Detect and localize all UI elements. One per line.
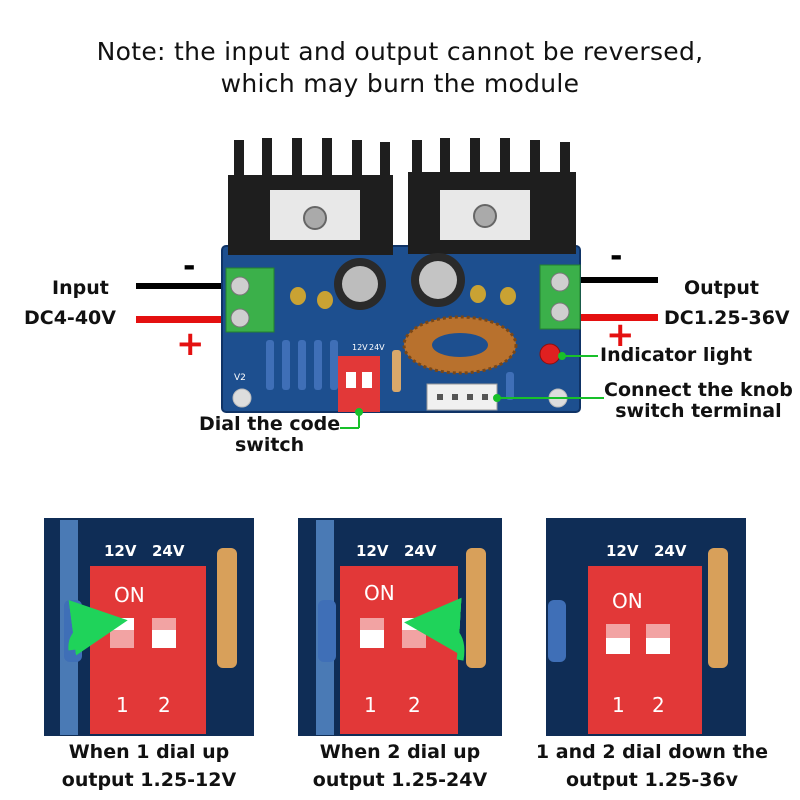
board-revision: V2	[234, 373, 246, 383]
output-wires	[578, 277, 658, 321]
panel-1-12v: 12V	[104, 542, 137, 560]
panel-3-num-1: 1	[612, 693, 625, 717]
board-12v-24v-mark: 12V	[352, 343, 368, 352]
resistors	[266, 340, 514, 400]
knob-terminal-label: Connect the knob switch terminal	[604, 380, 793, 422]
input-terminal-block	[225, 267, 275, 333]
closeup-panel-3	[546, 518, 746, 736]
knob-terminal-label-line-2: switch terminal	[615, 400, 782, 422]
panel-1-caption-line-2: output 1.25-12V	[61, 769, 237, 791]
closeup-panel-1	[44, 518, 254, 736]
output-positive-wire	[578, 314, 658, 321]
module-photo: 12V 24V V2 - + - +	[136, 138, 658, 429]
indicator-light-label: Indicator light	[600, 344, 753, 366]
panel-1-num-1: 1	[116, 693, 129, 717]
indicator-led	[539, 343, 561, 365]
panel-2-on: ON	[364, 581, 395, 605]
panel-3-caption: 1 and 2 dial down the output 1.25-36v	[512, 738, 792, 794]
panel-2-caption: When 2 dial up output 1.25-24V	[267, 738, 533, 794]
panel-1-caption: When 1 dial up output 1.25-12V	[16, 738, 282, 794]
dial-code-label-line-2: switch	[234, 434, 305, 456]
panel-3-24v: 24V	[654, 542, 687, 560]
output-minus-sign: -	[610, 239, 622, 274]
panel-2-caption-line-1: When 2 dial up	[319, 741, 481, 763]
input-label: Input	[52, 277, 109, 299]
left-heatsink	[228, 138, 393, 255]
closeup-panel-2	[298, 518, 502, 736]
pcb-board	[222, 246, 580, 412]
panel-2-num-1: 1	[364, 693, 377, 717]
panel-3-12v: 12V	[606, 542, 639, 560]
input-negative-wire	[136, 283, 236, 289]
dip-switch	[338, 356, 380, 412]
output-negative-wire	[578, 277, 658, 283]
panel-2-num-2: 2	[408, 693, 421, 717]
panel-1-on: ON	[114, 583, 145, 607]
input-wires	[136, 283, 236, 323]
warning-note-line-1: Note: the input and output cannot be rev…	[96, 37, 704, 66]
knob-terminal-label-line-1: Connect the knob	[604, 379, 793, 401]
panel-3-num-2: 2	[652, 693, 665, 717]
output-label: Output	[684, 277, 759, 299]
panel-2-caption-line-2: output 1.25-24V	[312, 769, 488, 791]
right-heatsink	[408, 138, 576, 254]
input-positive-wire	[136, 316, 236, 323]
dial-code-label: Dial the code switch	[199, 414, 340, 456]
panel-1-num-2: 2	[158, 693, 171, 717]
input-voltage-label: DC4-40V	[24, 307, 116, 329]
toroid-inductor	[402, 315, 518, 375]
output-plus-sign: +	[606, 315, 635, 355]
input-plus-sign: +	[176, 324, 205, 364]
warning-note-line-2: which may burn the module	[220, 69, 580, 98]
input-minus-sign: -	[183, 249, 195, 284]
panel-2-24v: 24V	[404, 542, 437, 560]
panel-3-caption-line-1: 1 and 2 dial down the	[535, 741, 769, 763]
panel-1-24v: 24V	[152, 542, 185, 560]
electrolytic-capacitors	[334, 253, 465, 310]
panel-3-caption-line-2: output 1.25-36v	[565, 769, 739, 791]
output-voltage-label: DC1.25-36V	[664, 307, 790, 329]
dial-code-label-line-1: Dial the code	[199, 413, 341, 435]
board-24v-mark: 24V	[369, 343, 385, 352]
panel-3-on: ON	[612, 589, 643, 613]
panel-1-caption-line-1: When 1 dial up	[68, 741, 230, 763]
ceramic-capacitors	[290, 285, 516, 309]
panel-2-12v: 12V	[356, 542, 389, 560]
output-terminal-block	[539, 264, 581, 330]
